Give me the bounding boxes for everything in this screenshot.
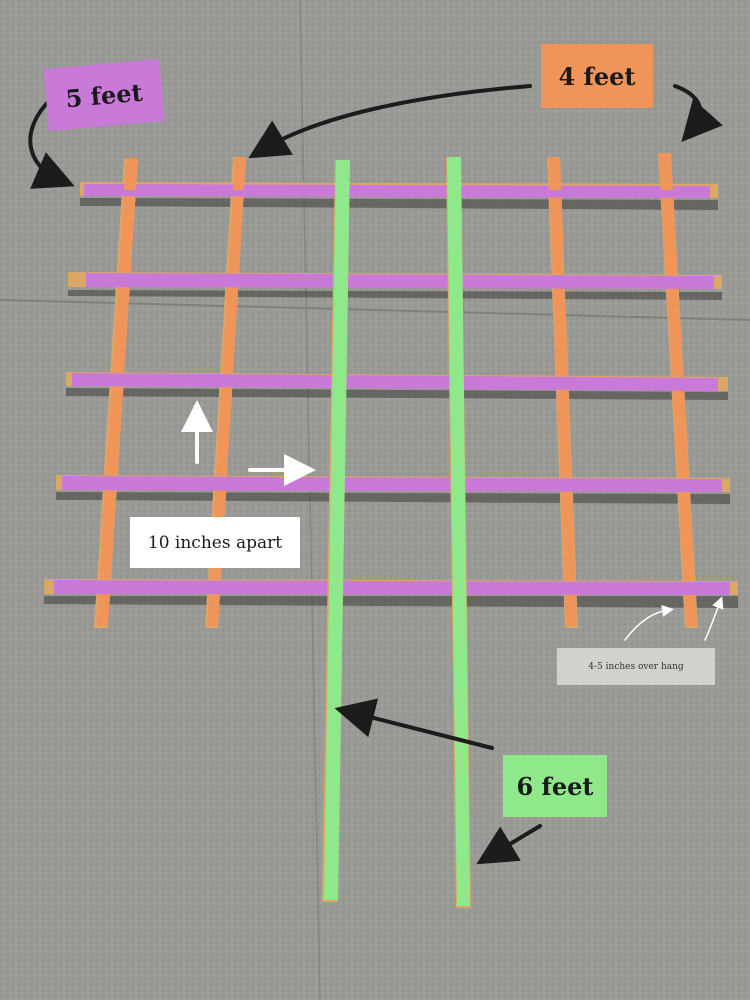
green-board — [447, 157, 470, 906]
dark-arrows — [28, 84, 723, 865]
arrow-5ft — [28, 98, 75, 189]
white-arrows — [181, 400, 724, 641]
green-boards — [322, 157, 471, 908]
arrow-4ft-right — [673, 84, 723, 142]
overhang-arrow-left — [624, 604, 674, 641]
orange-board-fronts — [124, 153, 673, 190]
arrow-6ft-lower — [476, 824, 542, 865]
purple-board — [84, 184, 710, 198]
label-spacing: 10 inches apart — [130, 517, 300, 568]
purple-board — [54, 580, 730, 595]
label-6-feet: 6 feet — [503, 755, 607, 817]
arrow-6ft-upper — [334, 698, 494, 750]
green-board — [324, 160, 350, 900]
label-5-feet: 5 feet — [43, 59, 165, 131]
overhang-arrow-right — [704, 596, 724, 641]
label-4-feet: 4 feet — [541, 44, 653, 108]
purple-board — [86, 273, 714, 289]
purple-board — [72, 373, 718, 391]
purple-board — [62, 476, 722, 492]
label-overhang: 4-5 inches over hang — [557, 648, 715, 685]
arrow-4ft-left — [248, 84, 532, 159]
